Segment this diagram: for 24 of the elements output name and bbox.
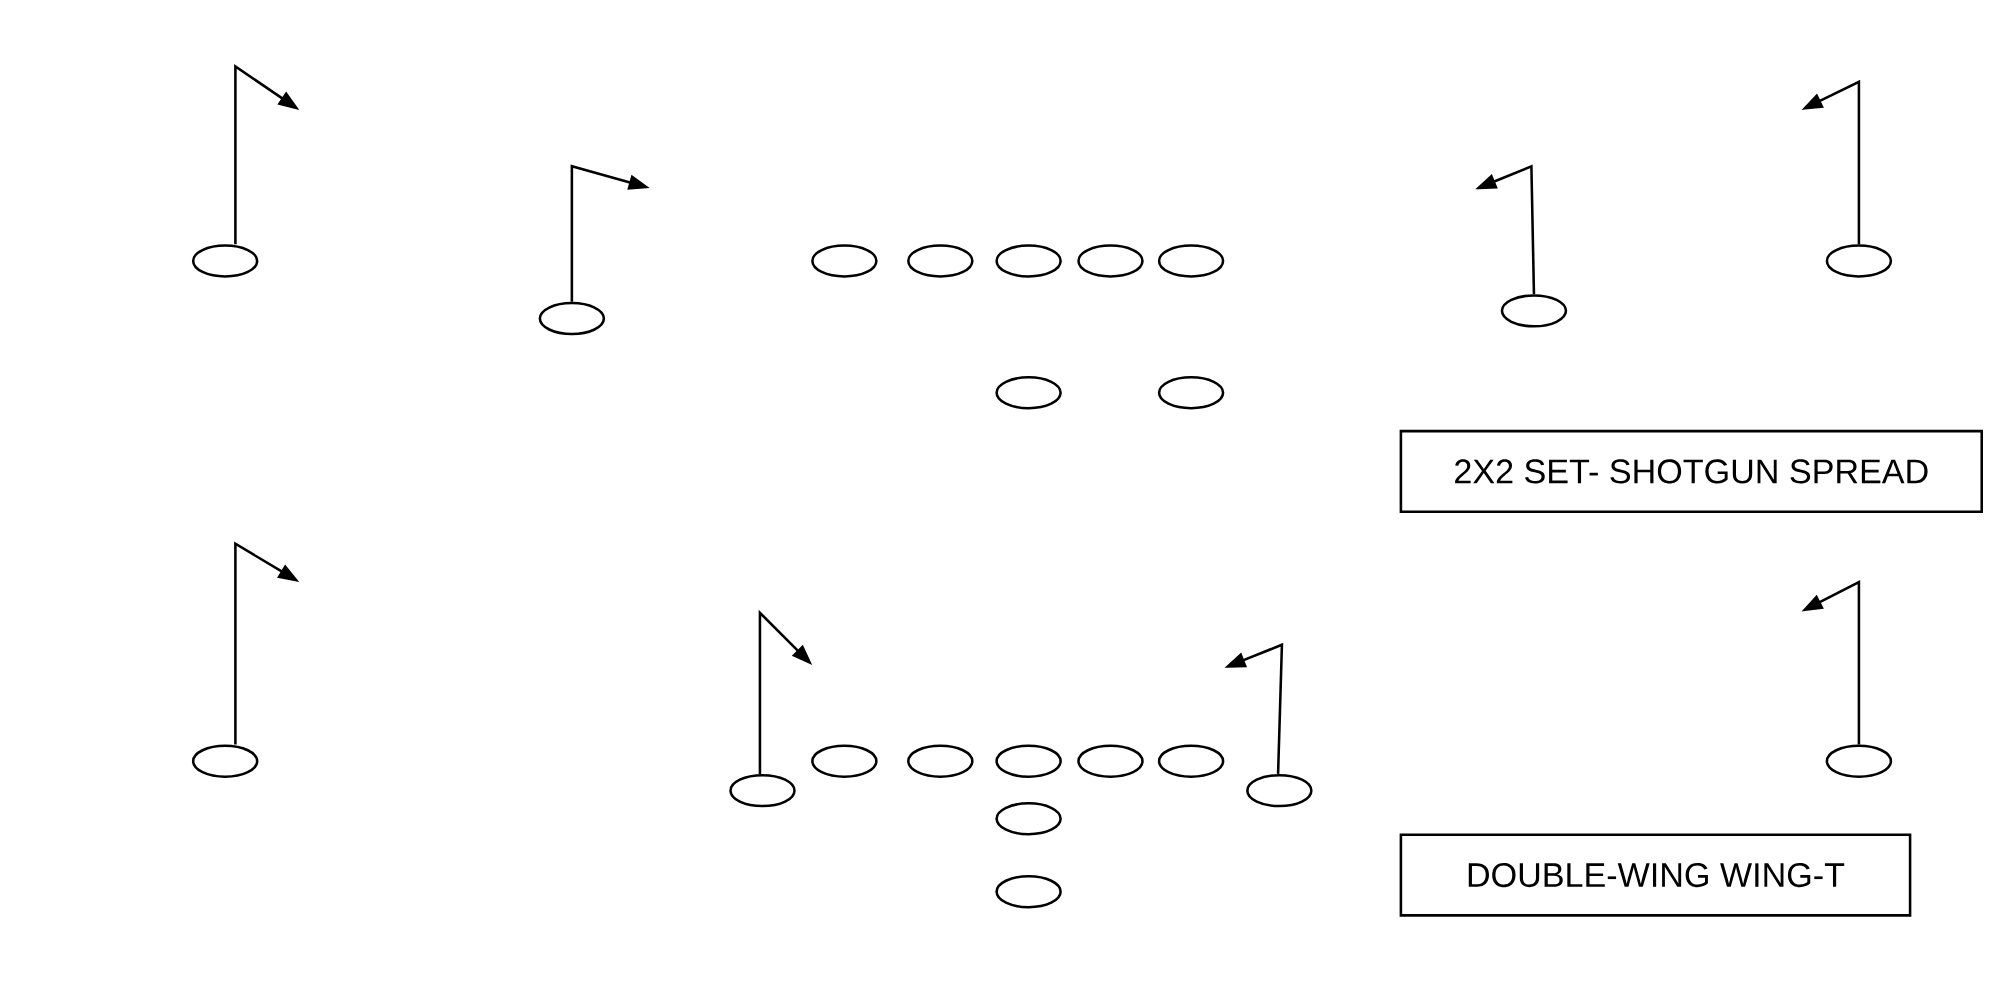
player-oval xyxy=(1246,774,1313,808)
title-box: DOUBLE-WING WING-T xyxy=(1399,833,1912,917)
player-oval xyxy=(907,744,974,779)
player-oval xyxy=(191,244,259,278)
player-oval xyxy=(907,244,974,278)
player-oval xyxy=(1157,744,1225,779)
player-oval xyxy=(1825,244,1893,278)
title-box: 2X2 SET- SHOTGUN SPREAD xyxy=(1399,429,1983,514)
player-oval xyxy=(1500,294,1568,328)
player-oval xyxy=(995,376,1062,410)
player-oval xyxy=(1077,744,1144,779)
player-oval xyxy=(995,802,1062,836)
player-oval xyxy=(1157,244,1225,278)
player-oval xyxy=(811,244,878,278)
player-oval xyxy=(729,774,796,808)
player-oval xyxy=(538,301,606,336)
player-oval xyxy=(1077,244,1144,278)
player-oval xyxy=(995,244,1062,278)
player-oval xyxy=(1157,376,1225,410)
player-oval xyxy=(1825,744,1893,779)
player-oval xyxy=(995,744,1062,779)
player-oval xyxy=(995,875,1062,909)
player-oval xyxy=(191,744,259,779)
player-oval xyxy=(811,744,878,779)
